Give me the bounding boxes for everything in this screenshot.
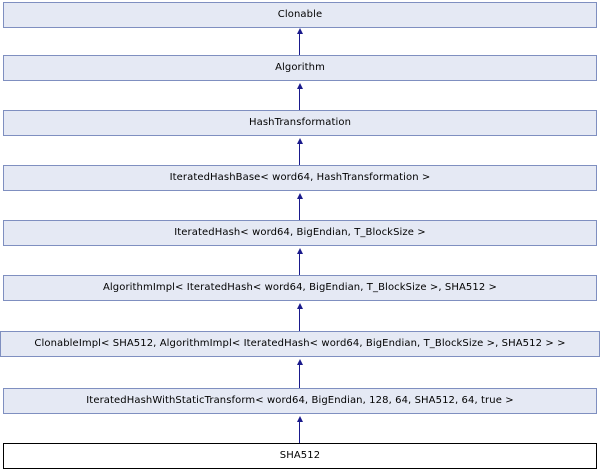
inheritance-edge [299,143,300,165]
class-node-algorithm[interactable]: Algorithm [3,55,597,81]
class-node-label: IteratedHashBase< word64, HashTransforma… [169,172,431,183]
class-node-label: IteratedHash< word64, BigEndian, T_Block… [174,227,426,238]
inheritance-edge [299,88,300,110]
inheritance-edge [299,421,300,443]
class-node-algorithm-impl[interactable]: AlgorithmImpl< IteratedHash< word64, Big… [3,275,597,301]
class-node-label: HashTransformation [248,117,352,128]
class-node-iterated-hash[interactable]: IteratedHash< word64, BigEndian, T_Block… [3,220,597,246]
class-node-clonable-impl[interactable]: ClonableImpl< SHA512, AlgorithmImpl< Ite… [0,331,600,357]
inheritance-arrowhead-icon [297,359,303,365]
class-node-iterated-hash-with-static-transform[interactable]: IteratedHashWithStaticTransform< word64,… [3,388,597,414]
class-node-iterated-hash-base[interactable]: IteratedHashBase< word64, HashTransforma… [3,165,597,191]
class-node-label: Clonable [277,9,323,20]
class-node-hash-transformation[interactable]: HashTransformation [3,110,597,136]
class-node-label: AlgorithmImpl< IteratedHash< word64, Big… [102,282,498,293]
class-node-label: IteratedHashWithStaticTransform< word64,… [86,395,514,406]
inheritance-edge [299,253,300,275]
class-node-label: SHA512 [279,450,321,461]
inheritance-edge [299,198,300,220]
inheritance-arrowhead-icon [297,248,303,254]
class-node-clonable[interactable]: Clonable [3,2,597,28]
inheritance-arrowhead-icon [297,28,303,34]
class-node-sha512[interactable]: SHA512 [3,443,597,469]
inheritance-arrowhead-icon [297,303,303,309]
inheritance-arrowhead-icon [297,193,303,199]
inheritance-arrowhead-icon [297,416,303,422]
inheritance-arrowhead-icon [297,83,303,89]
inheritance-edge [299,364,300,388]
inheritance-edge [299,33,300,55]
class-node-label: Algorithm [275,62,325,73]
class-node-label: ClonableImpl< SHA512, AlgorithmImpl< Ite… [34,338,566,349]
inheritance-edge [299,308,300,331]
inheritance-arrowhead-icon [297,138,303,144]
